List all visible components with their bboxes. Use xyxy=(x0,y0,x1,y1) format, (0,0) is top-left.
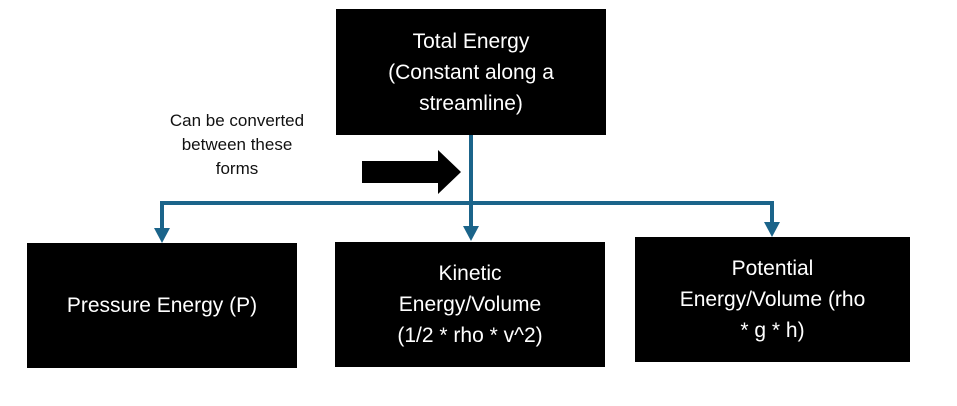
node-text-line: Energy/Volume xyxy=(398,293,542,316)
right-block-arrow-icon xyxy=(362,150,461,194)
node-text-line: Pressure Energy (P) xyxy=(66,294,258,317)
node-text-line: (1/2 * rho * v^2) xyxy=(397,324,543,347)
node-kinetic-energy: Kinetic Energy/Volume (1/2 * rho * v^2) xyxy=(335,242,605,367)
node-text-line: Potential xyxy=(731,257,814,280)
node-text-line: Energy/Volume (rho xyxy=(679,288,866,311)
node-total-energy: Total Energy (Constant along a streamlin… xyxy=(336,9,606,135)
down-arrowhead-icon xyxy=(463,226,479,241)
down-arrowhead-icon xyxy=(154,228,170,243)
node-text-line: Total Energy xyxy=(412,29,530,53)
node-text-line: (Constant along a xyxy=(388,60,554,84)
down-arrowhead-icon xyxy=(764,222,780,237)
annotation-conversion-note: Can be converted between these forms xyxy=(148,109,326,181)
annotation-line: Can be converted xyxy=(169,111,305,130)
node-pressure-energy: Pressure Energy (P) xyxy=(27,243,297,368)
node-text-line: Kinetic xyxy=(438,262,502,285)
annotation-line: forms xyxy=(215,159,259,178)
node-text-line: * g * h) xyxy=(740,319,805,342)
annotation-line: between these xyxy=(181,135,293,154)
node-text-line: streamline) xyxy=(419,91,523,115)
node-potential-energy: Potential Energy/Volume (rho * g * h) xyxy=(635,237,910,362)
